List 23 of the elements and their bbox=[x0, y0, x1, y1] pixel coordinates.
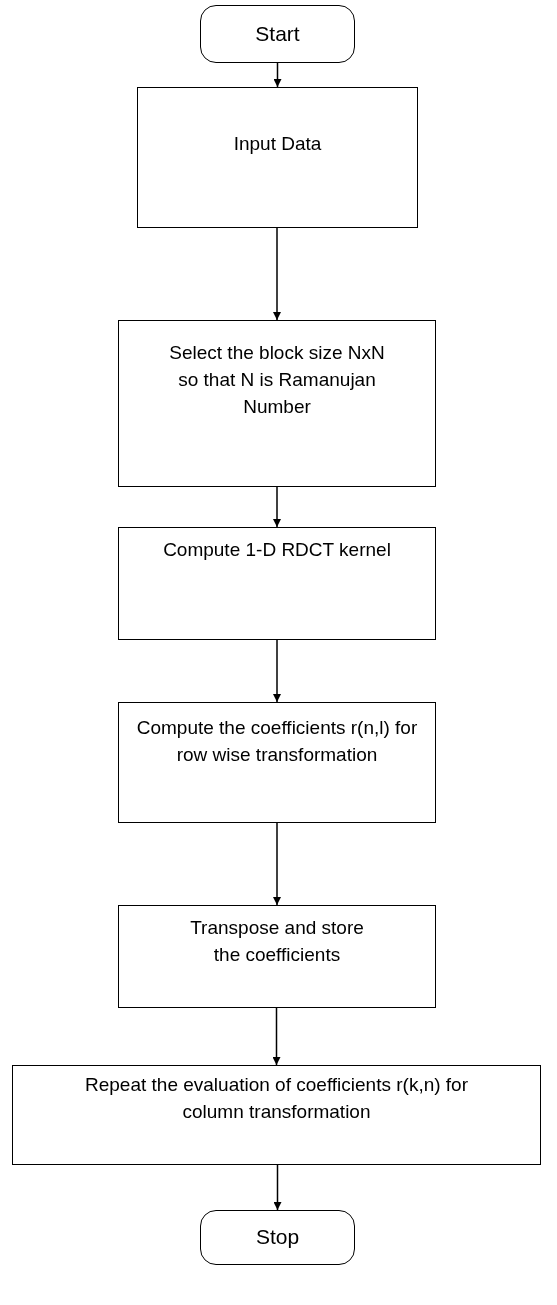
process-box bbox=[137, 87, 418, 228]
node-label: Stop bbox=[254, 1224, 301, 1250]
node-label: Select the block size NxN so that N is Ramanujan Number bbox=[168, 341, 386, 419]
node-label: Repeat the evaluation of coefficients r(k,n) for column transformation bbox=[84, 1073, 469, 1124]
node-label: Input Data bbox=[232, 132, 323, 156]
process-box bbox=[118, 320, 436, 487]
arrow bbox=[273, 1164, 282, 1211]
process-box bbox=[118, 702, 436, 823]
node-label: Compute the coefficients r(n,l) for row wise transformation bbox=[135, 716, 419, 767]
arrow bbox=[273, 486, 281, 528]
process-box bbox=[12, 1065, 541, 1165]
terminal-box bbox=[200, 5, 355, 63]
node-label: Transpose and store the coefficients bbox=[189, 916, 365, 967]
process-box bbox=[118, 527, 436, 640]
terminal-box bbox=[200, 1210, 355, 1265]
arrow bbox=[273, 822, 281, 906]
arrow bbox=[272, 1007, 281, 1066]
process-box bbox=[118, 905, 436, 1008]
arrow bbox=[273, 62, 282, 88]
node-label: Start bbox=[254, 21, 301, 47]
node-label: Compute 1-D RDCT kernel bbox=[162, 538, 392, 562]
arrow bbox=[273, 227, 281, 321]
arrow bbox=[273, 639, 281, 703]
